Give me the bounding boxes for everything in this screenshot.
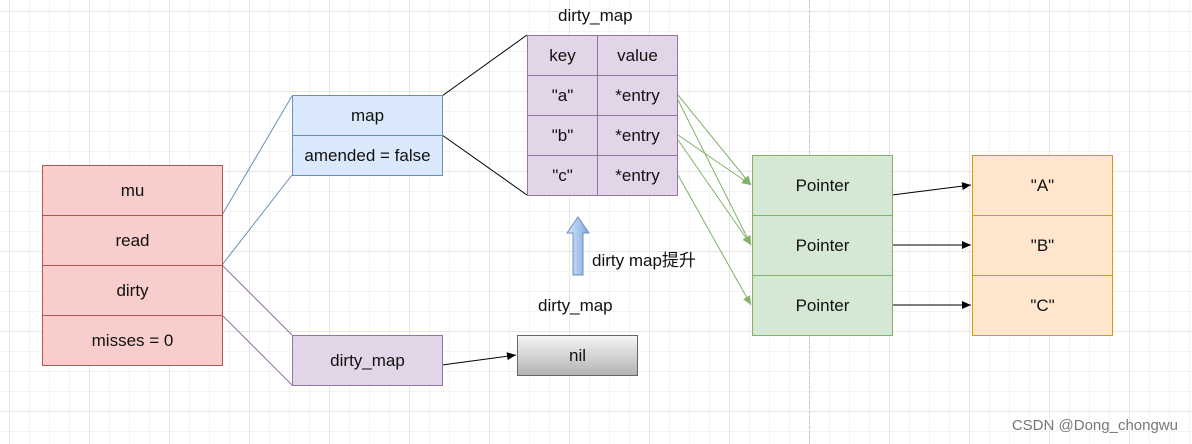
field-read: read [42, 215, 223, 266]
pointer-box-3: Pointer [752, 275, 893, 336]
dirty-to-dirty-map-line-bottom [221, 314, 293, 386]
field-misses: misses = 0 [42, 315, 223, 366]
promotion-label: dirty map提升 [592, 251, 696, 270]
pointer-1-to-value-a [891, 182, 972, 196]
value-cell-b: *entry [597, 115, 678, 156]
nil-box: nil [517, 335, 638, 376]
field-dirty: dirty [42, 265, 223, 316]
top-dirty-map-title: dirty_map [558, 6, 633, 25]
value-box-b: "B" [972, 215, 1113, 276]
entry-a-to-pointer-1 [677, 94, 752, 186]
entry-a-to-pointer-2 [677, 99, 752, 246]
map-to-table-line-top [441, 34, 528, 97]
key-cell-a: "a" [527, 75, 598, 116]
key-cell-b: "b" [527, 115, 598, 156]
key-cell-c: "c" [527, 155, 598, 196]
header-key: key [527, 35, 598, 76]
promotion-up-arrow-icon [566, 216, 590, 276]
dirty-map-to-nil-arrow [441, 352, 517, 366]
value-cell-a: *entry [597, 75, 678, 116]
read-to-amended-line [221, 174, 293, 266]
read-amended-field: amended = false [292, 135, 443, 176]
value-cell-c: *entry [597, 155, 678, 196]
dirty-map-field: dirty_map [292, 335, 443, 386]
read-map-field: map [292, 95, 443, 136]
header-value: value [597, 35, 678, 76]
pointer-box-2: Pointer [752, 215, 893, 276]
entry-b-to-pointer-1 [677, 134, 752, 186]
field-mu: mu [42, 165, 223, 216]
dirty-to-dirty-map-line-top [221, 264, 293, 336]
pointer-box-1: Pointer [752, 155, 893, 216]
map-to-table-line-bottom [441, 134, 528, 196]
read-to-map-line [221, 95, 293, 216]
value-box-a: "A" [972, 155, 1113, 216]
watermark: CSDN @Dong_chongwu [1011, 417, 1178, 434]
entry-b-to-pointer-2 [677, 139, 752, 246]
value-box-c: "C" [972, 275, 1113, 336]
entry-c-to-pointer-3 [677, 174, 752, 306]
nil-dirty-map-title: dirty_map [538, 296, 613, 315]
